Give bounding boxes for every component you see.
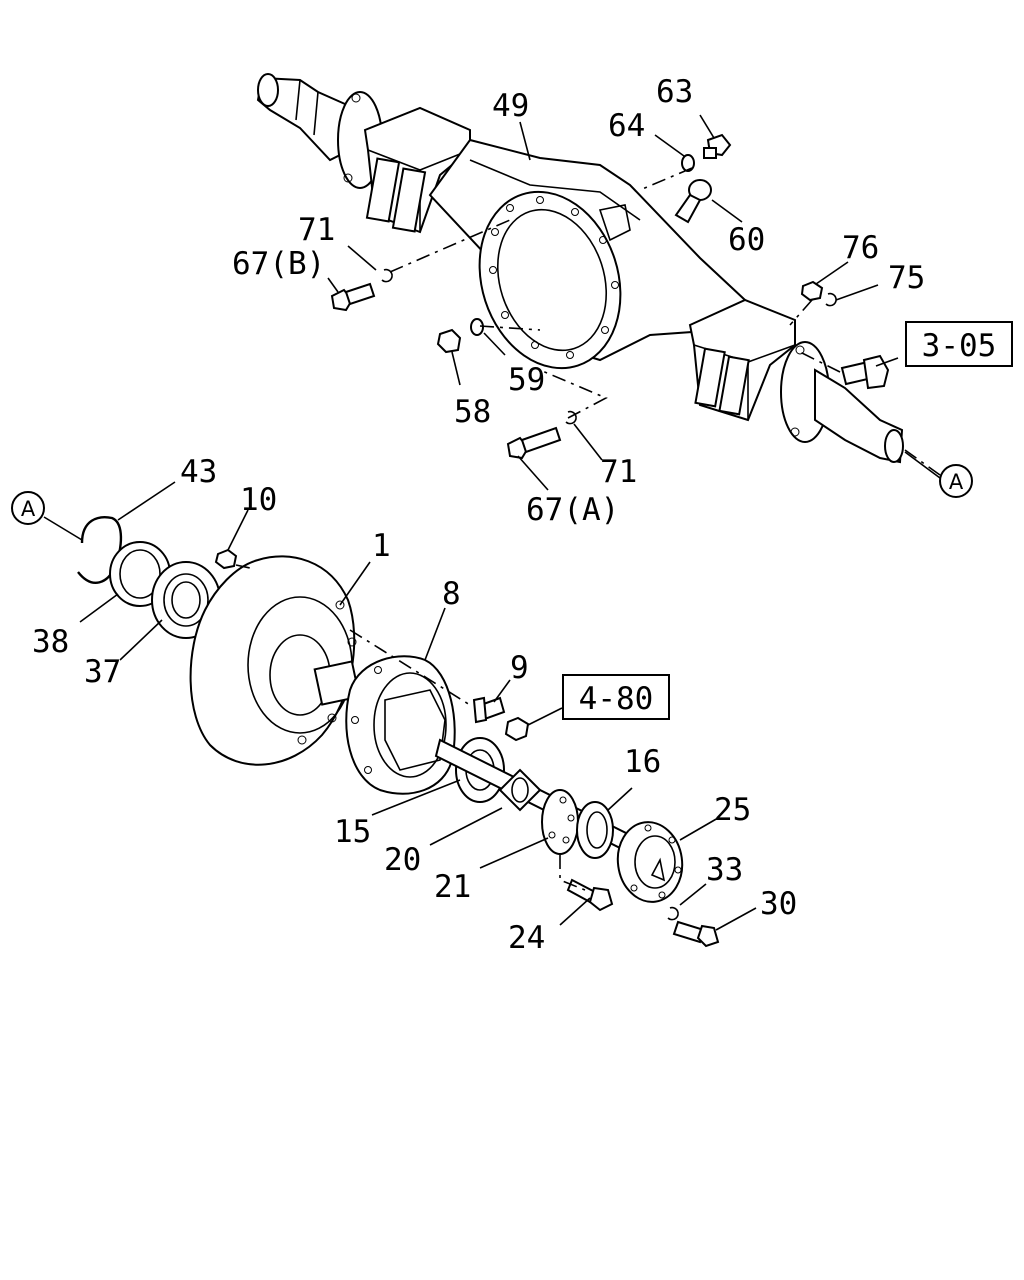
bolt-63-icon bbox=[703, 133, 732, 159]
callout-10: 10 bbox=[240, 482, 277, 518]
callout-60: 60 bbox=[728, 222, 765, 258]
washer-64-icon bbox=[681, 154, 695, 172]
hub-8 bbox=[345, 655, 456, 795]
bolt-67b-icon bbox=[330, 282, 376, 312]
callout-71a: 71 bbox=[600, 454, 637, 490]
callout-63: 63 bbox=[656, 74, 693, 110]
nut-58-icon bbox=[436, 328, 462, 354]
callout-58: 58 bbox=[454, 394, 491, 430]
callout-49: 49 bbox=[492, 88, 529, 124]
callout-8: 8 bbox=[442, 576, 461, 612]
callout-43: 43 bbox=[180, 454, 217, 490]
housing-fasteners bbox=[330, 133, 890, 460]
washer-33-icon bbox=[667, 906, 679, 921]
nut-480-icon bbox=[504, 716, 530, 742]
bolt-30-icon bbox=[672, 920, 720, 948]
callout-25: 25 bbox=[714, 792, 751, 828]
washer-75-icon bbox=[825, 292, 837, 307]
callout-37: 37 bbox=[84, 654, 121, 690]
assembly-lines-hub bbox=[235, 449, 941, 891]
washer-59-icon bbox=[470, 318, 484, 336]
callout-21: 21 bbox=[434, 869, 471, 905]
callout-16: 16 bbox=[624, 744, 661, 780]
assembly-lines-housing bbox=[389, 167, 841, 419]
connector-a-top-label: A bbox=[21, 497, 36, 521]
flange-21-icon bbox=[541, 789, 579, 855]
callout-67b: 67(B) bbox=[232, 246, 325, 282]
leader-lines bbox=[43, 114, 941, 931]
callout-9: 9 bbox=[510, 650, 529, 686]
connector-a-bottom-label: A bbox=[949, 470, 964, 494]
washer-71a-icon bbox=[565, 410, 577, 425]
bolt-24-icon bbox=[566, 878, 614, 912]
lock-20-icon bbox=[498, 768, 542, 812]
callout-38: 38 bbox=[32, 624, 69, 660]
axle-housing bbox=[256, 73, 904, 464]
ref-480-label: 4-80 bbox=[579, 681, 654, 717]
ref-box-305[interactable]: 3-05 bbox=[905, 321, 1013, 367]
ref-box-480[interactable]: 4-80 bbox=[562, 674, 670, 720]
callout-75: 75 bbox=[888, 260, 925, 296]
callout-labels: 49 63 64 60 76 75 71 67(B) 59 58 71 67(A… bbox=[32, 74, 925, 956]
connector-a-top: A bbox=[11, 491, 45, 525]
callout-24: 24 bbox=[508, 920, 545, 956]
plug-60-icon bbox=[674, 179, 712, 224]
callout-30: 30 bbox=[760, 886, 797, 922]
connector-a-bottom: A bbox=[939, 464, 973, 498]
callout-76: 76 bbox=[842, 230, 879, 266]
seal-16-icon bbox=[576, 801, 614, 859]
callout-1: 1 bbox=[372, 528, 391, 564]
callout-71b: 71 bbox=[298, 212, 335, 248]
callout-64: 64 bbox=[608, 108, 645, 144]
nut-76-icon bbox=[800, 280, 824, 302]
callout-67a: 67(A) bbox=[526, 492, 619, 528]
snap-ring-43-icon bbox=[77, 516, 123, 584]
nut-10-icon bbox=[214, 548, 238, 570]
stud-9-icon bbox=[472, 696, 506, 724]
callout-33: 33 bbox=[706, 852, 743, 888]
washer-71b-icon bbox=[381, 268, 393, 283]
bolt-305-icon bbox=[840, 354, 890, 390]
ref-305-label: 3-05 bbox=[922, 328, 997, 364]
callout-59: 59 bbox=[508, 362, 545, 398]
callout-20: 20 bbox=[384, 842, 421, 878]
cover-25-icon bbox=[616, 821, 684, 903]
bolt-67a-icon bbox=[506, 426, 562, 460]
callout-15: 15 bbox=[334, 814, 371, 850]
